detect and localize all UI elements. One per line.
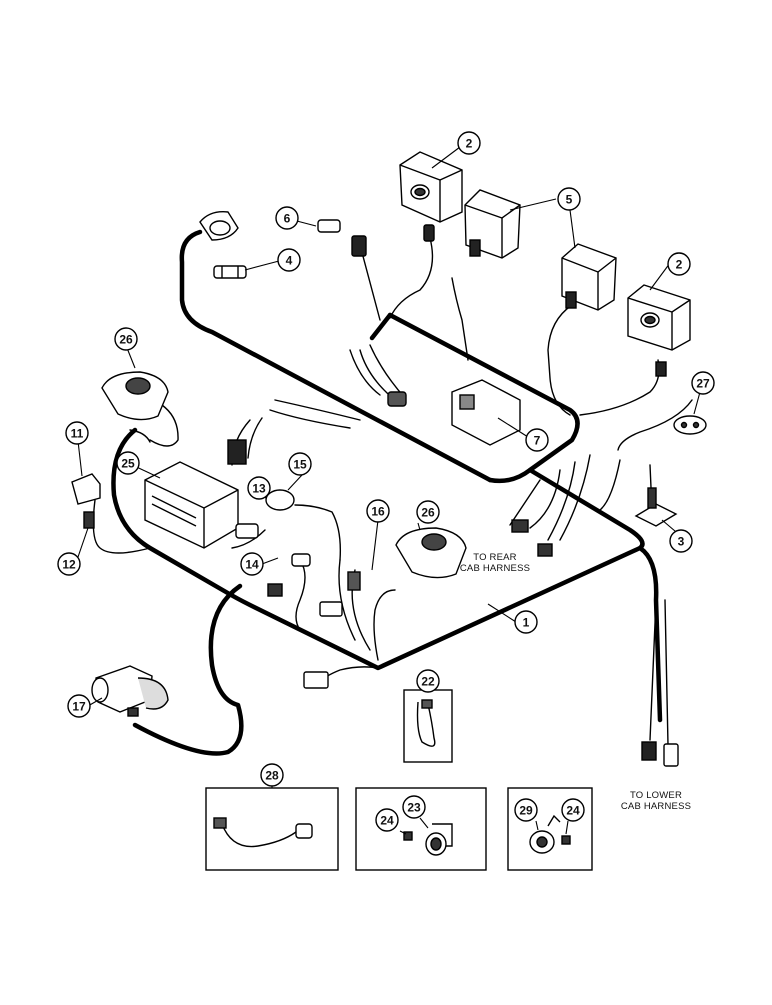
mount-bracket	[71, 473, 101, 505]
callout-24-left: 24	[375, 808, 399, 832]
svg-text:28: 28	[265, 769, 279, 783]
svg-text:TO REAR: TO REAR	[473, 552, 516, 563]
svg-text:11: 11	[71, 427, 84, 441]
bracket-3	[634, 487, 678, 527]
callout-25: 25	[116, 451, 140, 475]
svg-text:CAB HARNESS: CAB HARNESS	[621, 801, 691, 812]
inline-fuse	[213, 265, 247, 279]
relay-module	[387, 379, 521, 446]
lower-connectors	[641, 741, 679, 767]
callout-4: 4	[277, 248, 301, 272]
callout-2-right: 2	[667, 252, 691, 276]
callout-2-upper: 2	[457, 131, 481, 155]
callout-22: 22	[416, 669, 440, 693]
callout-29: 29	[514, 798, 538, 822]
callout-13: 13	[247, 476, 271, 500]
callout-3: 3	[669, 529, 693, 553]
speaker-left	[101, 371, 169, 421]
flood-lamp-left	[464, 189, 521, 259]
svg-text:22: 22	[421, 675, 435, 689]
svg-text:2: 2	[676, 258, 683, 272]
callout-1: 1	[514, 610, 538, 634]
svg-text:14: 14	[245, 558, 259, 572]
callout-11: 11	[65, 421, 89, 445]
svg-text:13: 13	[252, 482, 266, 496]
svg-text:16: 16	[371, 505, 385, 519]
callout-14: 14	[240, 552, 264, 576]
flood-lamp-right	[561, 243, 617, 311]
inset-box-23-24	[355, 787, 487, 871]
connector-6	[317, 219, 367, 257]
svg-text:6: 6	[284, 212, 291, 226]
speaker-right	[395, 527, 467, 579]
callout-12: 12	[57, 552, 81, 576]
callout-24-right: 24	[561, 798, 585, 822]
svg-text:12: 12	[62, 558, 76, 572]
connector-cluster	[235, 489, 553, 689]
inset-box-29-24	[507, 787, 593, 871]
switch-12	[83, 511, 95, 529]
svg-text:26: 26	[421, 506, 435, 520]
dome-lamp	[199, 211, 239, 241]
inset-box-28	[205, 787, 339, 871]
svg-text:27: 27	[696, 377, 710, 391]
svg-text:5: 5	[566, 193, 573, 207]
svg-text:3: 3	[678, 535, 685, 549]
svg-text:26: 26	[119, 333, 133, 347]
callout-27: 27	[691, 371, 715, 395]
svg-text:25: 25	[121, 457, 135, 471]
callout-26-left: 26	[114, 327, 138, 351]
callout-26-right: 26	[416, 500, 440, 524]
label-to-lower-cab-harness: TO LOWER CAB HARNESS	[621, 790, 691, 812]
svg-text:1: 1	[523, 616, 530, 630]
wiper-motor	[91, 665, 169, 717]
svg-text:4: 4	[286, 254, 293, 268]
main-harness	[111, 229, 663, 756]
label-to-rear-cab-harness: TO REAR CAB HARNESS	[460, 552, 530, 574]
callout-7: 7	[525, 428, 549, 452]
callout-28: 28	[260, 763, 284, 787]
callout-5: 5	[557, 187, 581, 211]
switch-27	[673, 415, 707, 435]
callout-16: 16	[366, 499, 390, 523]
callout-17: 17	[67, 694, 91, 718]
svg-text:7: 7	[534, 434, 541, 448]
svg-text:29: 29	[519, 804, 533, 818]
callout-15: 15	[288, 452, 312, 476]
svg-text:CAB HARNESS: CAB HARNESS	[460, 563, 530, 574]
svg-text:24: 24	[566, 804, 580, 818]
svg-text:17: 17	[72, 700, 86, 714]
svg-text:2: 2	[466, 137, 473, 151]
svg-text:TO LOWER: TO LOWER	[630, 790, 682, 801]
inset-box-22	[403, 689, 453, 763]
callout-6: 6	[275, 206, 299, 230]
radio-unit	[144, 439, 247, 549]
callout-23: 23	[402, 795, 426, 819]
svg-text:23: 23	[407, 801, 421, 815]
svg-text:15: 15	[293, 458, 307, 472]
work-lamp-right	[627, 284, 691, 377]
work-lamp-upper	[399, 151, 463, 242]
svg-text:24: 24	[380, 814, 394, 828]
